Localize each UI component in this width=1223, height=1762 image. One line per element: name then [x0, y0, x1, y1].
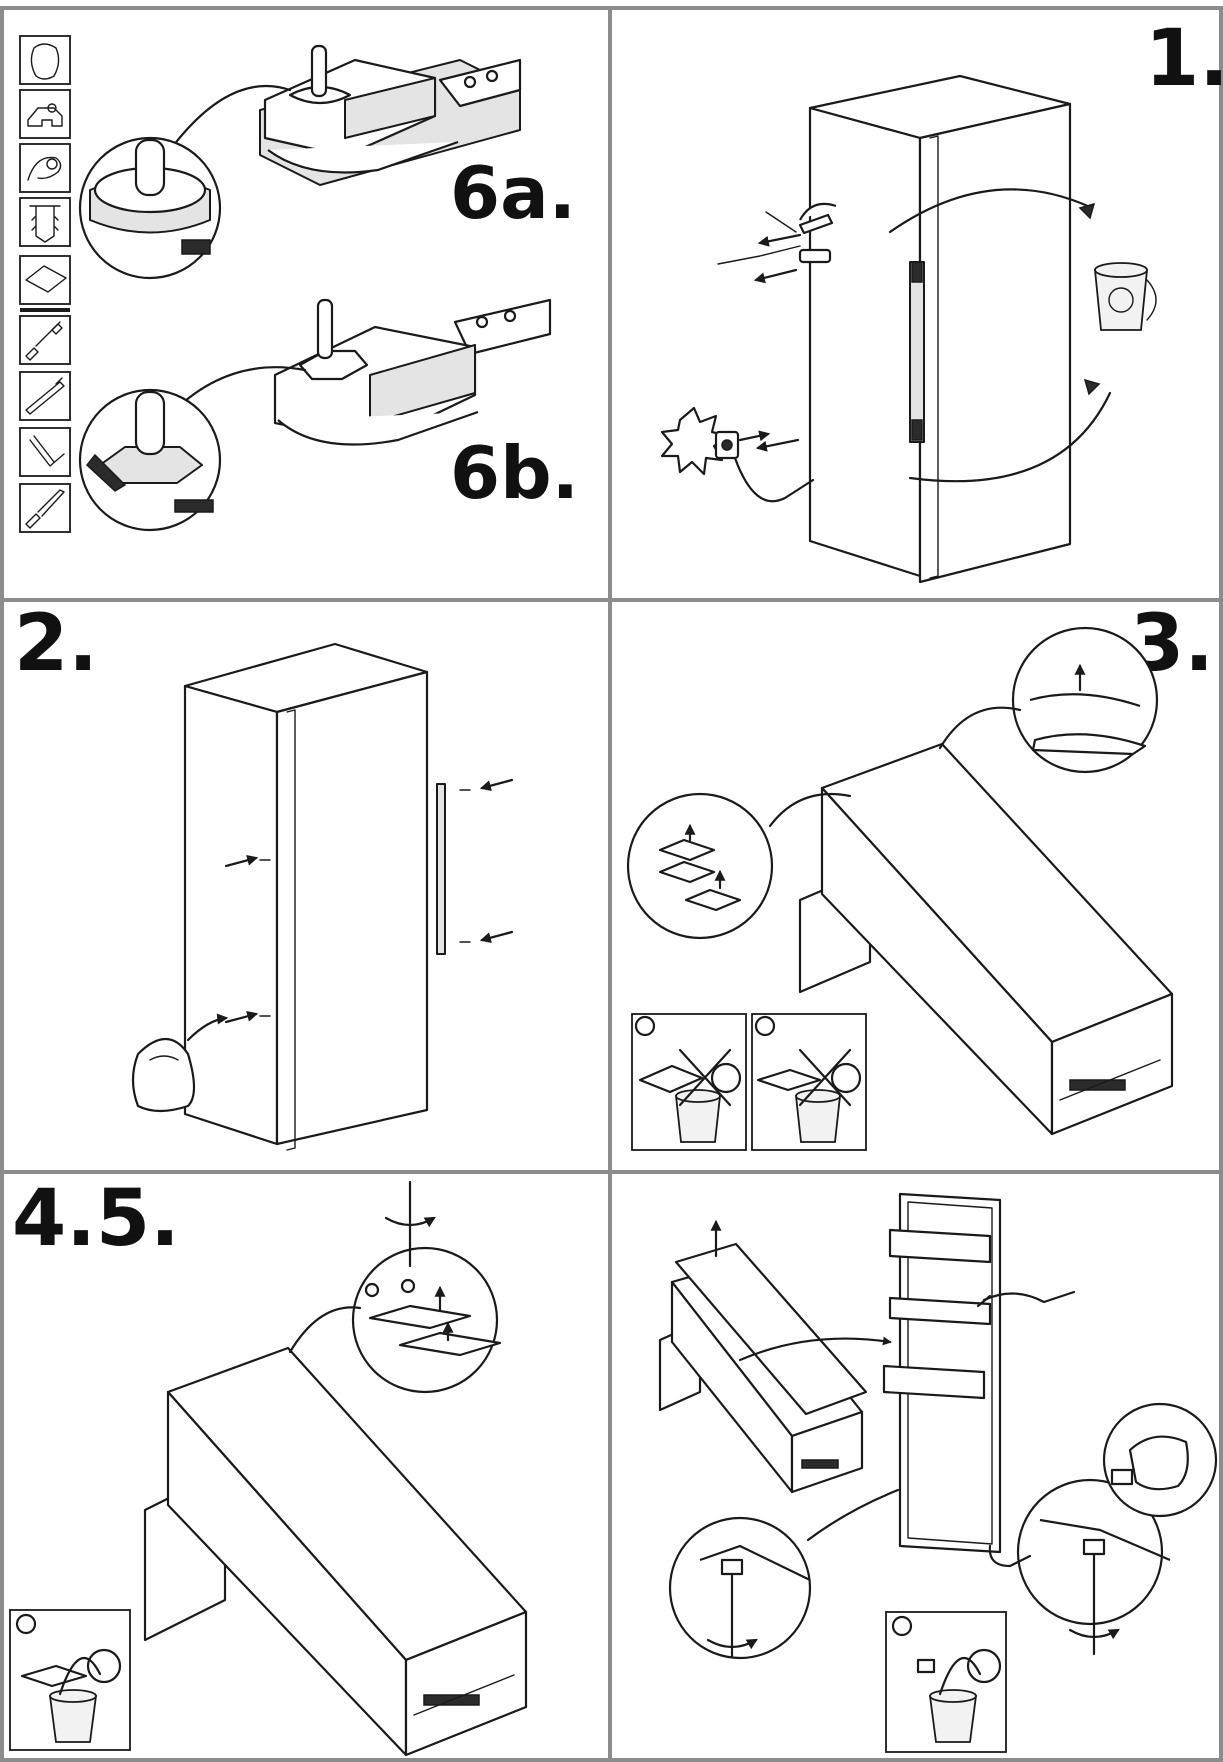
cable-clip-icon — [19, 143, 71, 193]
gasket-plate-icon — [19, 255, 71, 305]
fridge-lying-illustration — [798, 742, 1174, 1136]
fridge-lying-small — [658, 1219, 868, 1494]
hinge-cover-arrows — [888, 188, 1112, 483]
panel-6: 6a. 6b. — [19, 35, 579, 533]
power-plug-icon — [660, 406, 815, 503]
panel-grid — [0, 6, 1223, 1762]
torx-bit-icon — [19, 371, 71, 421]
panel-4-5: 4.5. — [9, 1174, 528, 1757]
screwdriver-icon — [19, 315, 71, 365]
bag-zoom — [1102, 1402, 1218, 1518]
knife-icon — [19, 483, 71, 533]
step-label-4-5: 4.5. — [12, 1174, 180, 1264]
fridge-illustration — [808, 74, 1072, 584]
step-label-6b: 6b. — [450, 431, 579, 515]
disposal-info-2 — [751, 1013, 867, 1151]
step-label-1: 1. — [1145, 14, 1223, 104]
door-illustration — [738, 1192, 1076, 1554]
screw-removal — [717, 202, 837, 452]
fridge-lying-illustration-2 — [143, 1346, 528, 1757]
panel-door — [658, 1192, 1218, 1753]
info-icon — [754, 1015, 776, 1037]
info-icon — [634, 1015, 656, 1037]
hex-key-icon — [19, 427, 71, 477]
bag-icon — [19, 35, 71, 85]
step-label-6a: 6a. — [450, 151, 576, 235]
bag-icon-2 — [131, 1013, 229, 1113]
zoom-hinge-top — [288, 1180, 502, 1394]
panel-1: 1. — [660, 14, 1223, 584]
info-icon — [15, 1613, 37, 1635]
zoom-top-left — [626, 792, 852, 940]
push-rivet-icon — [19, 197, 71, 247]
recycle-bin-icon — [1094, 262, 1157, 331]
zoom-bottom-right — [988, 1478, 1171, 1656]
panel-2: 2. — [14, 599, 514, 1151]
fridge-illustration-2 — [183, 642, 446, 1151]
screw-insert-arrows — [224, 778, 514, 1024]
info-icon — [891, 1615, 913, 1637]
zoom-top-right — [938, 626, 1159, 774]
zoom-bottom-left — [668, 1488, 900, 1660]
hinge-6a-illustration — [78, 44, 522, 280]
panel-3: 3. — [626, 599, 1214, 1151]
disposal-info-3 — [9, 1609, 131, 1751]
tool-column — [19, 35, 71, 533]
disposal-info-4 — [885, 1611, 1007, 1753]
disposal-info-1 — [631, 1013, 747, 1151]
hinge-clip-icon — [19, 89, 71, 139]
hinge-6b-illustration — [78, 298, 552, 532]
step-label-2: 2. — [14, 599, 98, 689]
